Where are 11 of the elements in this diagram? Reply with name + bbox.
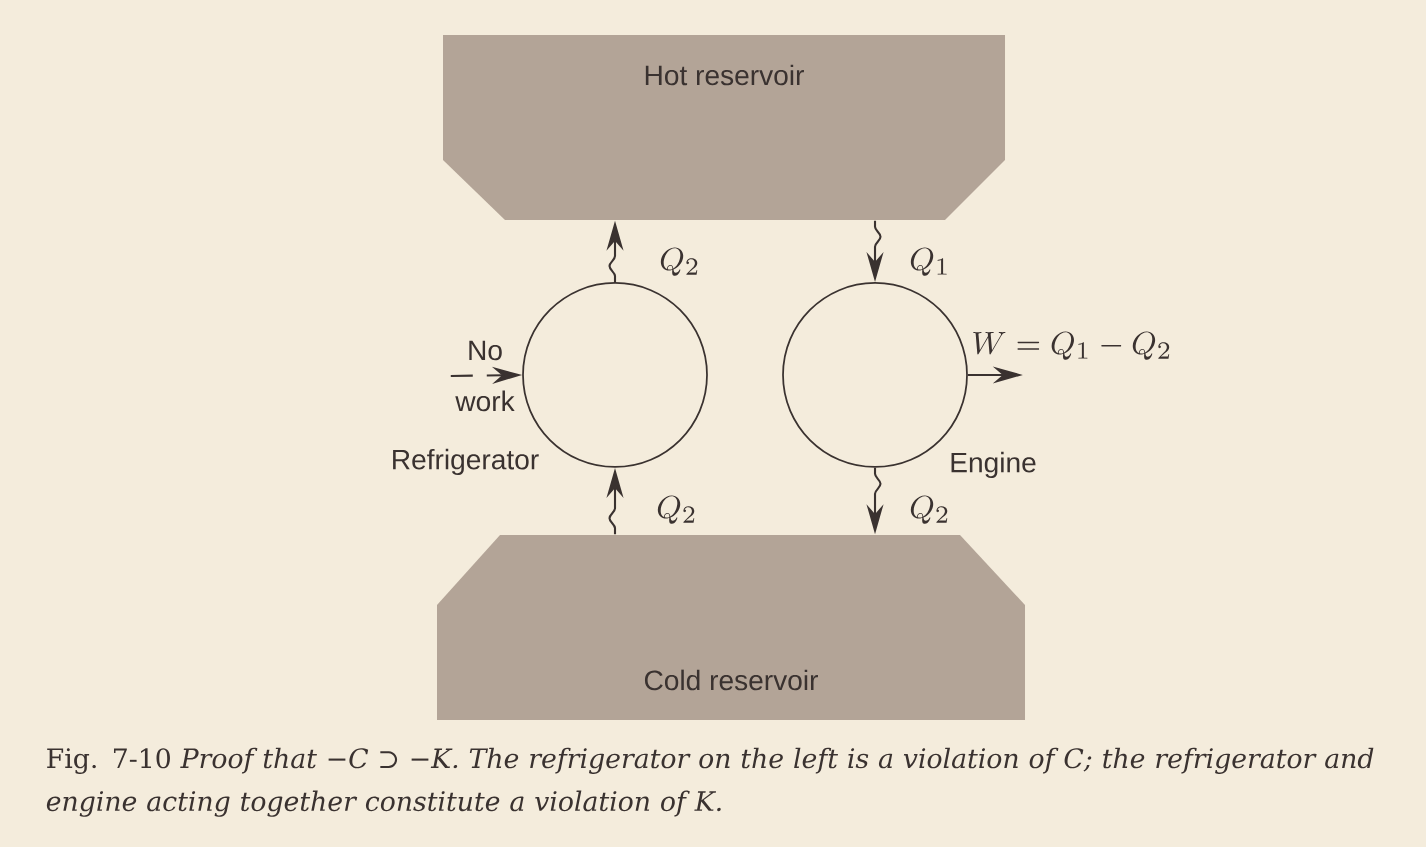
edge-label: $Q_1$ <box>910 247 947 276</box>
figure-caption: Fig. 7-10 Proof that −C ⊃ −K. The refrigerator on the left is a violation of C; the refrigerator and engine acting together constitute a violation of K. <box>46 747 1374 817</box>
text-label: No work <box>455 340 515 412</box>
edge-label: $Q_2$ <box>910 495 948 524</box>
device-label: Refrigerator <box>393 448 539 476</box>
reservoir-band: Cold reservoir <box>437 535 1025 720</box>
device-label: Engine <box>951 451 1036 479</box>
reservoir-band: Hot reservoir <box>443 34 1005 220</box>
edge-label: $W = Q_1 - Q_2$ <box>973 331 1170 360</box>
edge-label: $Q_2$ <box>657 495 695 524</box>
edge-label: $Q_2$ <box>660 247 698 276</box>
